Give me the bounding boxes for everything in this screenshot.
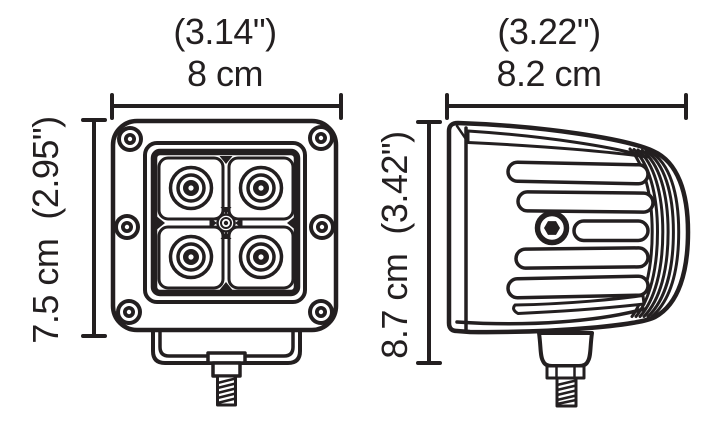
front-width-metric-label: 8 cm xyxy=(186,53,264,94)
bottom-slot xyxy=(512,294,646,315)
side-height-label: 8.7 cm (3.42") xyxy=(374,131,415,359)
side-slots xyxy=(506,160,655,300)
center-screw-icon xyxy=(216,213,236,233)
seam-notches xyxy=(157,156,295,290)
side-width-dimension-line xyxy=(445,93,688,120)
front-height-dimension-line xyxy=(81,118,107,338)
side-view-drawing xyxy=(446,120,691,408)
front-view-drawing xyxy=(110,118,339,407)
front-width-inches-label: (3.14") xyxy=(173,11,277,52)
reflector-cells xyxy=(157,156,295,290)
hex-bolt-icon xyxy=(534,210,570,246)
top-chamfer xyxy=(466,129,649,159)
dimension-lines xyxy=(81,93,688,365)
pedestal-mount xyxy=(537,331,594,408)
front-width-dimension-line xyxy=(110,93,343,120)
front-height-label: 7.5 cm (2.95") xyxy=(25,116,66,344)
bottom-chamfer xyxy=(455,307,646,326)
side-width-metric-label: 8.2 cm xyxy=(496,53,602,94)
mounting-bolt-front xyxy=(206,351,247,407)
side-width-inches-label: (3.22") xyxy=(497,11,601,52)
side-height-dimension-line xyxy=(416,120,442,365)
